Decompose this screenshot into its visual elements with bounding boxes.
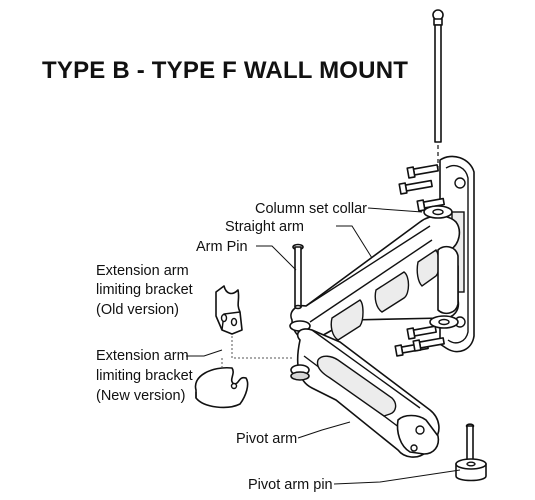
label-arm-pin: Arm Pin (196, 239, 248, 255)
column-pole (432, 9, 444, 172)
assembly-line-old (231, 336, 294, 359)
straight-arm (289, 205, 461, 341)
label-ext-old-line1: Extension arm (96, 263, 189, 279)
label-ext-new-line2: limiting bracket (96, 368, 193, 384)
wall-screws-bottom (394, 325, 445, 357)
label-ext-new-line3: (New version) (96, 388, 185, 404)
pivot-arm-pin (455, 423, 487, 482)
label-pivot-arm-pin: Pivot arm pin (248, 477, 333, 493)
leader-lines (186, 207, 461, 485)
arm-pin (292, 243, 304, 310)
label-straight-arm: Straight arm (225, 219, 304, 235)
label-pivot-arm: Pivot arm (236, 431, 297, 447)
label-ext-old-line3: (Old version) (96, 302, 179, 318)
label-ext-old-line2: limiting bracket (96, 282, 193, 298)
ext-bracket-old (215, 285, 243, 335)
ext-bracket-new (194, 366, 249, 409)
pivot-arm (290, 328, 440, 458)
wall-screws-top (398, 164, 446, 212)
diagram-title: TYPE B - TYPE F WALL MOUNT (42, 57, 408, 84)
label-column-set-collar: Column set collar (255, 201, 367, 217)
label-ext-new-line1: Extension arm (96, 348, 189, 364)
